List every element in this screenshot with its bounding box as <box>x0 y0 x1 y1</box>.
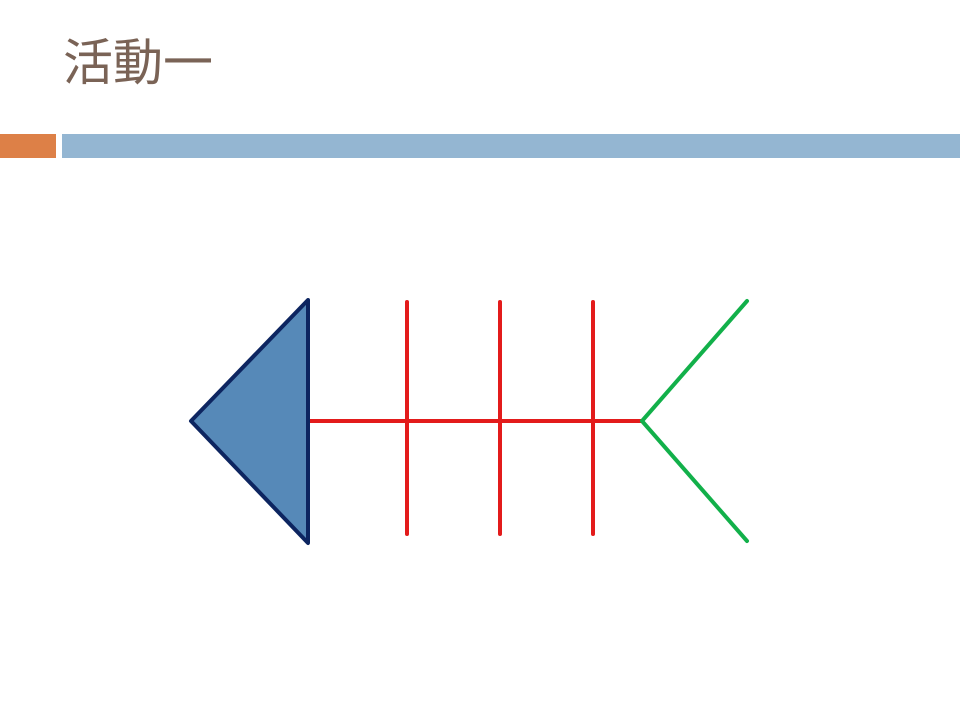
title-accent-bar-orange <box>0 134 56 158</box>
fishbone-head <box>189 298 310 545</box>
fishbone-tail-upper <box>640 299 749 423</box>
slide-title: 活動一 <box>63 34 213 92</box>
fishbone-tail-lower <box>640 419 749 543</box>
title-accent-bar-blue <box>62 134 960 158</box>
